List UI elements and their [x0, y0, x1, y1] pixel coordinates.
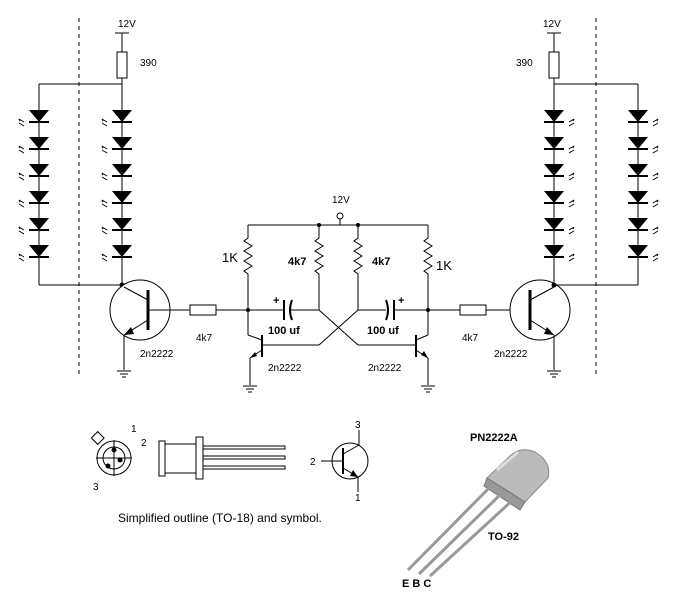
- lead-labels: E B C: [402, 578, 431, 590]
- bias-resistor-right: [353, 225, 363, 310]
- left-capacitor-label: 100 uf: [268, 325, 300, 337]
- left-supply-label: 12V: [118, 19, 136, 30]
- symbol-pin-1-label: 1: [355, 493, 361, 504]
- right-oscillator-label: 2n2222: [368, 363, 402, 374]
- left-base-resistor-label: 4k7: [196, 333, 213, 344]
- left-oscillator-label: 2n2222: [268, 363, 302, 374]
- right-base-resistor: [459, 304, 487, 316]
- astable-multivibrator: 12V 1K 4k7 4k7 1K + 100 uf: [222, 195, 452, 393]
- left-led-string-outer: [18, 109, 50, 262]
- collector-resistor-left: [243, 225, 253, 335]
- to18-bottom-view: 1 2 3: [90, 424, 147, 493]
- to18-side-view: [158, 436, 286, 480]
- right-led-string-inner: [543, 109, 575, 262]
- part-name-label: PN2222A: [470, 432, 518, 444]
- left-led-bank: 12V 390: [18, 19, 157, 288]
- to18-pin-1-label: 1: [131, 424, 137, 435]
- bias-resistor-left-label: 4k7: [288, 256, 306, 268]
- left-driver-label: 2n2222: [140, 349, 174, 360]
- right-led-bank: 12V 390: [516, 19, 659, 288]
- right-supply-label: 12V: [543, 19, 561, 30]
- left-led-resistor: [116, 51, 128, 79]
- right-base-resistor-label: 4k7: [462, 333, 479, 344]
- right-driver-label: 2n2222: [494, 349, 528, 360]
- left-led-string-inner: [101, 109, 133, 262]
- right-driver-transistor: 2n2222: [494, 279, 571, 378]
- left-driver-transistor: 2n2222: [109, 279, 190, 378]
- pinout-caption: Simplified outline (TO-18) and symbol.: [118, 511, 322, 525]
- left-capacitor-plus: +: [273, 295, 279, 307]
- right-led-string-outer: [627, 109, 659, 262]
- symbol-pin-3-label: 3: [355, 420, 361, 431]
- center-supply-label: 12V: [332, 195, 350, 206]
- left-base-resistor: [189, 304, 217, 316]
- npn-symbol: 3 2 1: [310, 420, 369, 504]
- left-led-resistor-label: 390: [140, 58, 157, 69]
- collector-resistor-right: [423, 225, 433, 335]
- symbol-pin-2-label: 2: [310, 457, 316, 468]
- right-capacitor-plus: +: [398, 295, 404, 307]
- left-capacitor: + 100 uf: [248, 295, 319, 337]
- to18-pin-2-label: 2: [141, 438, 147, 449]
- right-led-resistor: [548, 51, 560, 79]
- right-capacitor: + 100 uf: [358, 295, 428, 337]
- collector-resistor-right-label: 1K: [436, 258, 452, 273]
- package-label: TO-92: [488, 531, 519, 543]
- to18-pin-3-label: 3: [93, 482, 99, 493]
- collector-resistor-left-label: 1K: [222, 250, 238, 265]
- bias-resistor-left: [314, 225, 324, 310]
- pn2222a-to92-package: PN2222A TO-92 E B C: [402, 432, 550, 590]
- right-led-resistor-label: 390: [516, 58, 533, 69]
- right-oscillator-transistor: 2n2222: [368, 334, 436, 393]
- left-oscillator-transistor: 2n2222: [242, 334, 302, 393]
- bias-resistor-right-label: 4k7: [372, 256, 390, 268]
- right-capacitor-label: 100 uf: [367, 325, 399, 337]
